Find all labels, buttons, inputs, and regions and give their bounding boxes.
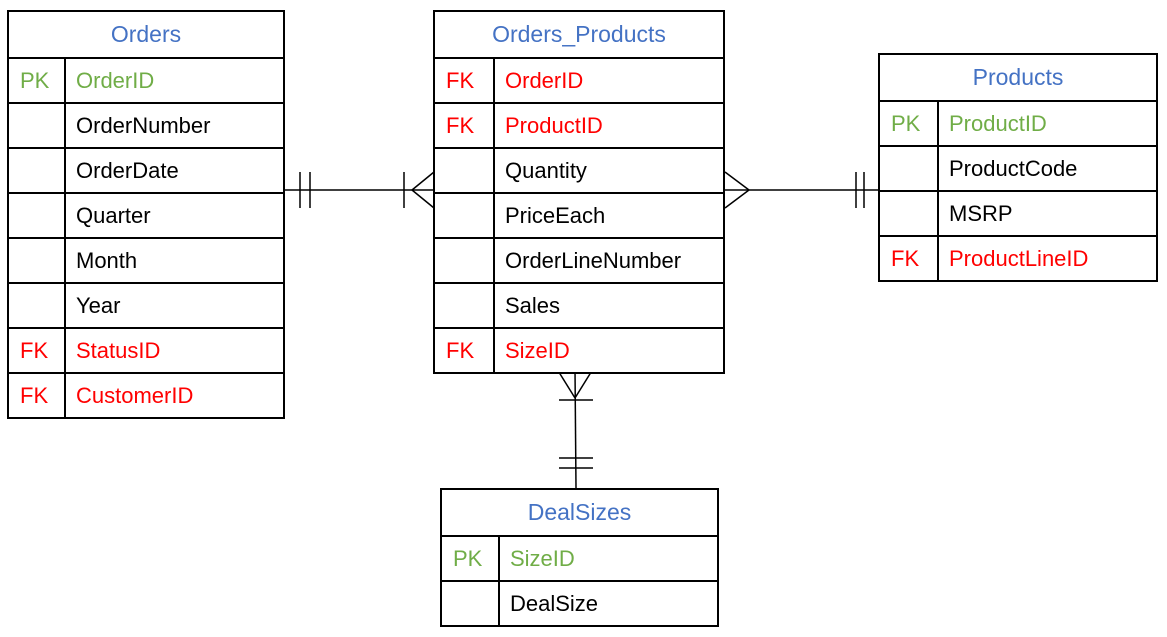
key-marker: FK (435, 104, 495, 147)
connector-orders-products-to-products (724, 171, 879, 209)
field-name: ProductCode (949, 156, 1078, 181)
table-row: PK ProductID (880, 102, 1156, 147)
key-marker (9, 284, 66, 327)
field-name: DealSize (510, 591, 599, 616)
table-row: OrderLineNumber (435, 239, 723, 284)
orders-products-title: Orders_Products (435, 12, 723, 59)
key-marker (9, 239, 66, 282)
products-title: Products (880, 55, 1156, 102)
table-row: MSRP (880, 192, 1156, 237)
key-marker: FK (435, 329, 495, 372)
deal-sizes-title: DealSizes (442, 490, 717, 537)
key-marker (435, 284, 495, 327)
field-name: OrderID (505, 68, 584, 93)
orders-title: Orders (9, 12, 283, 59)
table-row: PriceEach (435, 194, 723, 239)
table-row: OrderDate (9, 149, 283, 194)
connector-orders-to-orders-products (285, 171, 435, 209)
field-name: Year (76, 293, 121, 318)
key-marker: FK (9, 374, 66, 417)
connector-orders-products-to-deal-sizes (556, 368, 594, 489)
table-row: Quantity (435, 149, 723, 194)
table-row: FK OrderID (435, 59, 723, 104)
key-marker (9, 149, 66, 192)
field-name: OrderLineNumber (505, 248, 682, 273)
field-name: OrderNumber (76, 113, 211, 138)
field-name: ProductLineID (949, 246, 1089, 271)
table-row: PK OrderID (9, 59, 283, 104)
field-name: Quarter (76, 203, 151, 228)
key-marker (435, 239, 495, 282)
key-marker (442, 582, 500, 625)
table-row: Sales (435, 284, 723, 329)
field-name: CustomerID (76, 383, 194, 408)
key-marker (9, 194, 66, 237)
table-row: FK ProductLineID (880, 237, 1156, 282)
field-name: MSRP (949, 201, 1013, 226)
table-row: PK SizeID (442, 537, 717, 582)
key-marker (880, 192, 939, 235)
key-marker (435, 149, 495, 192)
field-name: ProductID (505, 113, 603, 138)
field-name: Month (76, 248, 138, 273)
table-row: OrderNumber (9, 104, 283, 149)
deal-sizes-table: DealSizes PK SizeID DealSize (440, 488, 719, 627)
table-row: DealSize (442, 582, 717, 627)
key-marker: FK (880, 237, 939, 280)
field-name: ProductID (949, 111, 1047, 136)
key-marker (435, 194, 495, 237)
key-marker (9, 104, 66, 147)
table-row: FK ProductID (435, 104, 723, 149)
table-row: Month (9, 239, 283, 284)
field-name: Sales (505, 293, 561, 318)
field-name: Quantity (505, 158, 587, 183)
field-name: SizeID (510, 546, 575, 571)
key-marker (880, 147, 939, 190)
field-name: PriceEach (505, 203, 606, 228)
key-marker: FK (9, 329, 66, 372)
field-name: SizeID (505, 338, 570, 363)
key-marker: PK (9, 59, 66, 102)
table-row: FK SizeID (435, 329, 723, 374)
key-marker: FK (435, 59, 495, 102)
table-row: ProductCode (880, 147, 1156, 192)
table-row: Year (9, 284, 283, 329)
field-name: OrderID (76, 68, 155, 93)
table-row: FK StatusID (9, 329, 283, 374)
table-row: Quarter (9, 194, 283, 239)
table-row: FK CustomerID (9, 374, 283, 419)
orders-products-table: Orders_Products FK OrderID FK ProductID Quan… (433, 10, 725, 374)
field-name: StatusID (76, 338, 161, 363)
field-name: OrderDate (76, 158, 179, 183)
key-marker: PK (442, 537, 500, 580)
key-marker: PK (880, 102, 939, 145)
